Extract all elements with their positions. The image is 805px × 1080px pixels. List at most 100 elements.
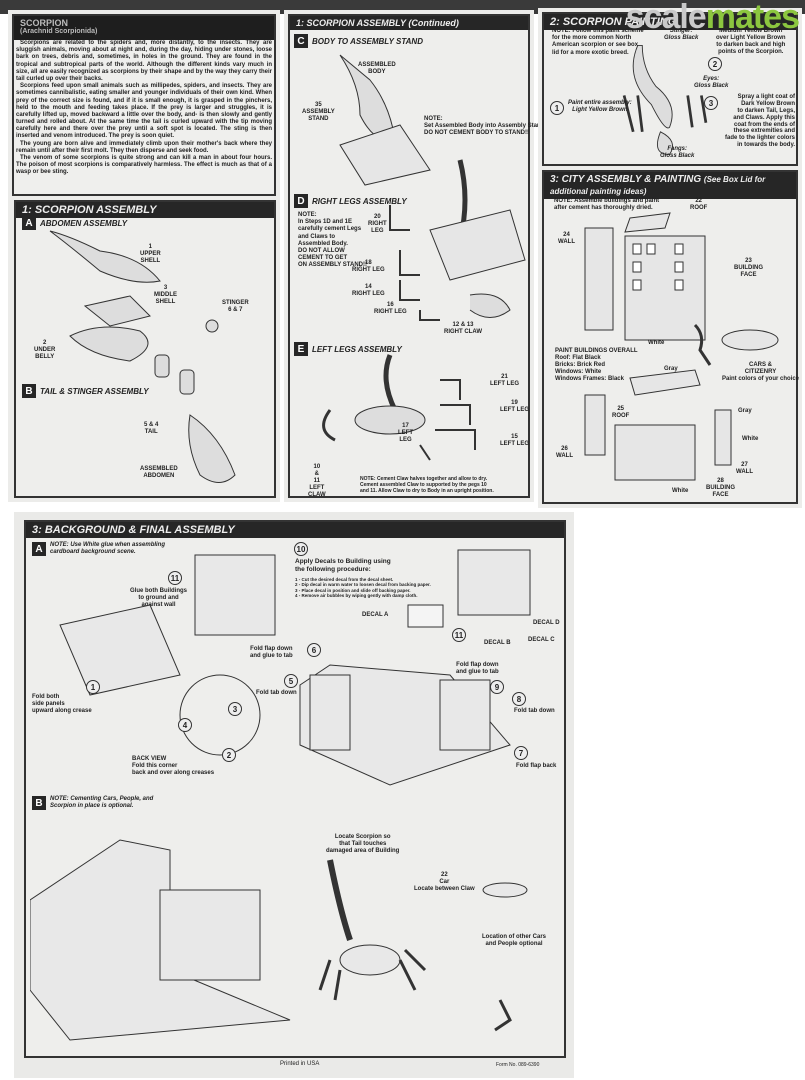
step-1-fold-number: 1 bbox=[86, 680, 100, 694]
label-building-face-28: 28 BUILDING FACE bbox=[706, 478, 735, 498]
stinger-color: Stinger: Gloss Black bbox=[664, 28, 699, 41]
other-cars-text: Location of other Cars and People option… bbox=[482, 934, 547, 947]
label-assembly-stand: 35 ASSEMBLY STAND bbox=[302, 102, 335, 122]
abdomen-drawing bbox=[49, 230, 219, 362]
final-scene-drawing bbox=[30, 839, 528, 1041]
intro-paragraph: Scorpions feed upon small animals such a… bbox=[16, 83, 272, 140]
label-cars-citizenry: CARS & CITIZENRY Paint colors of your ch… bbox=[722, 362, 800, 382]
intro-box: SCORPION (Arachnid Scorpionida) bbox=[12, 14, 276, 196]
step-5-number: 5 bbox=[284, 674, 298, 688]
right-legs-drawing bbox=[389, 159, 526, 321]
step-3-text: Spray a light coat of Dark Yellow Brown … bbox=[724, 94, 795, 149]
section-3-heading: 3: CITY ASSEMBLY & PAINTING bbox=[550, 174, 702, 185]
label-white-1: White bbox=[648, 340, 665, 346]
car-locate-text: 22 Car Locate between Claw bbox=[414, 872, 475, 892]
label-gray-2: Gray bbox=[738, 408, 752, 414]
step-9-number: 9 bbox=[490, 680, 504, 694]
label-roof-22: 22 ROOF bbox=[690, 198, 708, 211]
label-assembled-body: ASSEMBLED BODY bbox=[358, 62, 396, 75]
label-leg-21: 21 LEFT LEG bbox=[490, 374, 519, 387]
label-leg-20: 20 RIGHT LEG bbox=[368, 214, 387, 234]
label-stinger: STINGER 6 & 7 bbox=[222, 300, 249, 313]
step-letter: C bbox=[294, 34, 308, 48]
step-10-number: 10 bbox=[294, 542, 308, 556]
step-2-fold-number: 2 bbox=[222, 748, 236, 762]
section-4-title: 3: BACKGROUND & FINAL ASSEMBLY bbox=[26, 522, 564, 538]
label-white-2: White bbox=[742, 436, 759, 442]
label-leg-17: 17 LEFT LEG bbox=[398, 423, 413, 443]
intro-header: SCORPION (Arachnid Scorpionida) bbox=[14, 16, 274, 40]
step-letter: E bbox=[294, 342, 308, 356]
label-leg-18: 18 RIGHT LEG bbox=[352, 260, 385, 273]
section-2-title: 2: SCORPION PAINTING bbox=[544, 14, 796, 30]
step-title: RIGHT LEGS ASSEMBLY bbox=[312, 196, 407, 206]
label-roof-25: 25 ROOF bbox=[612, 406, 630, 419]
step-title: LEFT LEGS ASSEMBLY bbox=[312, 344, 402, 354]
tail-drawing bbox=[154, 354, 236, 483]
paint-note: NOTE: Follow this paint scheme for the m… bbox=[552, 28, 644, 56]
locate-scorpion-text: Locate Scorpion so that Tail touches dam… bbox=[326, 834, 400, 854]
intro-text: Scorpions are related to the spiders and… bbox=[16, 40, 272, 177]
label-under-belly: 2 UNDER BELLY bbox=[34, 340, 56, 360]
step-2-text: Medium Yellow Brown over Light Yellow Br… bbox=[716, 28, 786, 55]
note-stand: NOTE: Set Assembled Body into Assembly S… bbox=[424, 116, 546, 137]
background-assembly-drawing bbox=[59, 549, 531, 786]
note-legs: NOTE: In Steps 1D and 1E carefully cemen… bbox=[298, 212, 368, 269]
step-letter: A bbox=[22, 216, 36, 230]
step-4-fold-number: 4 bbox=[178, 718, 192, 732]
fold-7-text: Fold flap back bbox=[516, 763, 557, 769]
step-3-number: 3 bbox=[704, 96, 718, 110]
fangs-color: Fangs: Gloss Black bbox=[660, 146, 695, 159]
intro-title: SCORPION bbox=[20, 18, 69, 28]
step-2-number: 2 bbox=[708, 57, 722, 71]
step-6-number: 6 bbox=[307, 643, 321, 657]
label-leg-19: 19 LEFT LEG bbox=[500, 400, 529, 413]
fold-6-text: Fold flap down and glue to tab bbox=[250, 646, 293, 659]
decal-d: DECAL D bbox=[533, 620, 560, 626]
step-1-number: 1 bbox=[550, 101, 564, 115]
city-note: NOTE: Assemble buildings and paint after… bbox=[554, 198, 660, 212]
back-view-text: BACK VIEW Fold this corner back and over… bbox=[132, 756, 215, 776]
label-tail: 5 & 4 TAIL bbox=[144, 422, 159, 435]
step-8-number: 8 bbox=[512, 692, 526, 706]
label-upper-shell: 1 UPPER SHELL bbox=[140, 244, 161, 264]
decal-b: DECAL B bbox=[484, 640, 511, 646]
printed-in-usa: Printed in USA bbox=[280, 1061, 320, 1067]
label-leg-14: 14 RIGHT LEG bbox=[352, 284, 385, 297]
step-title: BODY TO ASSEMBLY STAND bbox=[312, 36, 423, 46]
intro-paragraph: The venom of some scorpions is quite str… bbox=[16, 155, 272, 176]
fold-9-text: Fold flap down and glue to tab bbox=[456, 662, 499, 675]
label-white-3: White bbox=[672, 488, 689, 494]
form-number: Form No. 089-6390 bbox=[496, 1062, 540, 1068]
step-11b-number: 11 bbox=[452, 628, 466, 642]
label-wall-24: 24 WALL bbox=[558, 232, 575, 245]
step-letter: B bbox=[22, 384, 36, 398]
label-left-claw: 10 & 11 LEFT CLAW bbox=[308, 464, 326, 498]
label-gray-1: Gray bbox=[664, 366, 678, 372]
step-b-tail: B TAIL & STINGER ASSEMBLY bbox=[22, 384, 149, 398]
label-wall-27: 27 WALL bbox=[736, 462, 753, 475]
step-e-left-legs: E LEFT LEGS ASSEMBLY bbox=[294, 342, 402, 356]
glue-buildings-text: Glue both Buildings to ground and agains… bbox=[130, 588, 187, 608]
paint-buildings-overall: PAINT BUILDINGS OVERALL Roof: Flat Black… bbox=[555, 348, 638, 382]
intro-paragraph: The young are born alive and immediately… bbox=[16, 140, 272, 154]
section-3-title: 3: CITY ASSEMBLY & PAINTING (See Box Lid… bbox=[544, 172, 796, 199]
fold-5-text: Fold tab down bbox=[256, 690, 297, 696]
step-d-right-legs: D RIGHT LEGS ASSEMBLY bbox=[294, 194, 407, 208]
eyes-color: Eyes: Gloss Black bbox=[694, 76, 729, 89]
decals-steps: 1 - Cut the desired decal from the decal… bbox=[295, 577, 431, 599]
section-3-subtitle: (See Box Lid for additional painting ide… bbox=[550, 175, 766, 196]
section-1-title: 1: SCORPION ASSEMBLY bbox=[16, 202, 274, 218]
city-buildings-drawing bbox=[584, 212, 779, 481]
decals-title: Apply Decals to Building using the follo… bbox=[295, 558, 391, 573]
step-3-fold-number: 3 bbox=[228, 702, 242, 716]
step-letter: A bbox=[32, 542, 46, 557]
step-7-number: 7 bbox=[514, 746, 528, 760]
step-letter: D bbox=[294, 194, 308, 208]
label-middle-shell: 3 MIDDLE SHELL bbox=[154, 285, 177, 305]
label-building-face-23: 23 BUILDING FACE bbox=[734, 258, 763, 278]
step-title: TAIL & STINGER ASSEMBLY bbox=[40, 386, 149, 396]
